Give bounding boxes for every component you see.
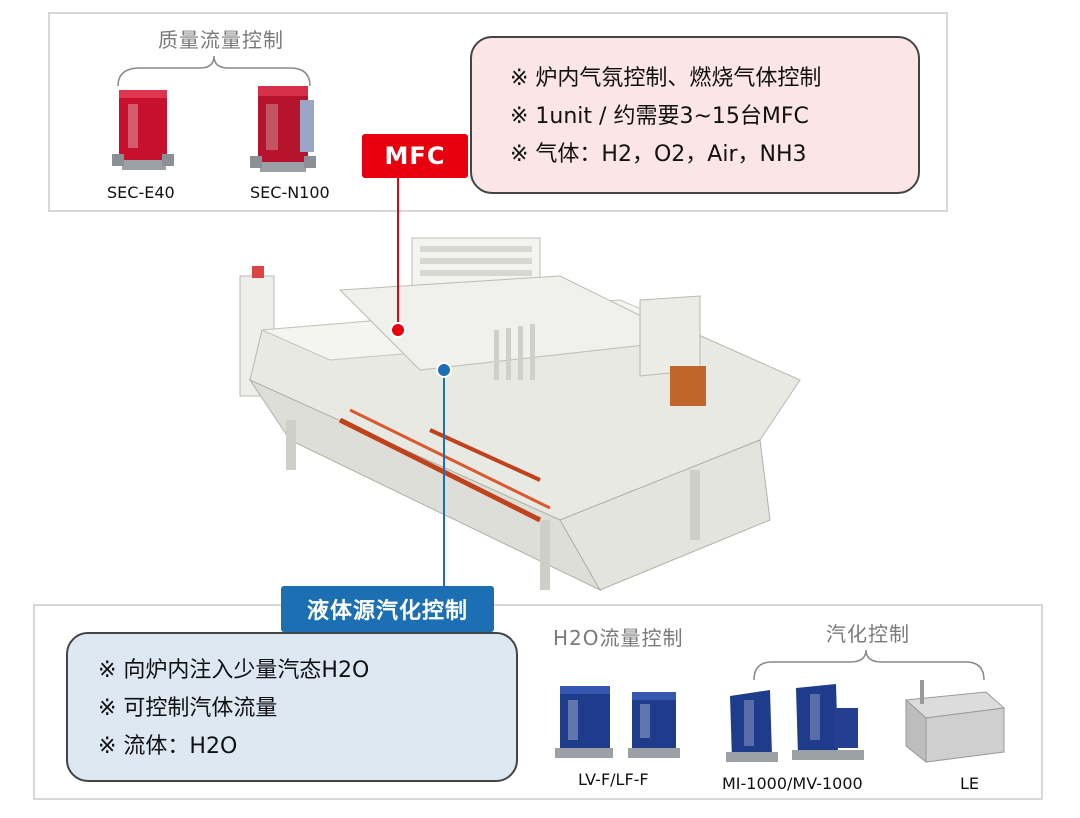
sec-e40-label: SEC-E40 bbox=[107, 183, 175, 202]
mv-1000-icon bbox=[792, 684, 864, 760]
vaporization-brace bbox=[753, 649, 985, 681]
liquid-notes-box: ※ 向炉内注入少量汽态H2O ※ 可控制汽体流量 ※ 流体：H2O bbox=[66, 632, 518, 782]
furnace-icon bbox=[239, 237, 801, 592]
sec-n100-icon bbox=[250, 86, 316, 172]
lf-f-icon bbox=[628, 692, 680, 758]
sec-n100-label: SEC-N100 bbox=[250, 183, 330, 202]
vaporization-group-label: 汽化控制 bbox=[826, 622, 910, 646]
mfc-note: ※ 1unit / 约需要3~15台MFC bbox=[510, 104, 809, 129]
liquid-note: ※ 可控制汽体流量 bbox=[98, 696, 278, 721]
h2o-flow-group-label: H2O流量控制 bbox=[553, 626, 684, 650]
mi-1000-icon bbox=[726, 690, 778, 762]
mfc-notes-box: ※ 炉内气氛控制、燃烧气体控制 ※ 1unit / 约需要3~15台MFC ※ … bbox=[470, 36, 920, 194]
lv-f-lf-f-label: LV-F/LF-F bbox=[578, 770, 649, 789]
liquid-note: ※ 流体：H2O bbox=[98, 734, 238, 759]
liquid-marker bbox=[436, 362, 452, 378]
mi-mv-1000-label: MI-1000/MV-1000 bbox=[722, 774, 863, 793]
le-tank-icon bbox=[904, 680, 1006, 764]
mfc-marker bbox=[390, 322, 406, 338]
liquid-vaporization-tag: 液体源汽化控制 bbox=[281, 586, 494, 632]
mfc-note: ※ 炉内气氛控制、燃烧气体控制 bbox=[510, 66, 822, 91]
liquid-note: ※ 向炉内注入少量汽态H2O bbox=[98, 658, 370, 683]
lv-f-icon bbox=[555, 686, 613, 758]
mfc-note: ※ 气体：H2，O2，Air，NH3 bbox=[510, 142, 807, 167]
mass-flow-brace bbox=[117, 55, 311, 87]
mass-flow-group-label: 质量流量控制 bbox=[158, 28, 284, 52]
sec-e40-icon bbox=[112, 90, 174, 170]
le-label: LE bbox=[960, 774, 980, 793]
mfc-tag: MFC bbox=[362, 134, 468, 178]
